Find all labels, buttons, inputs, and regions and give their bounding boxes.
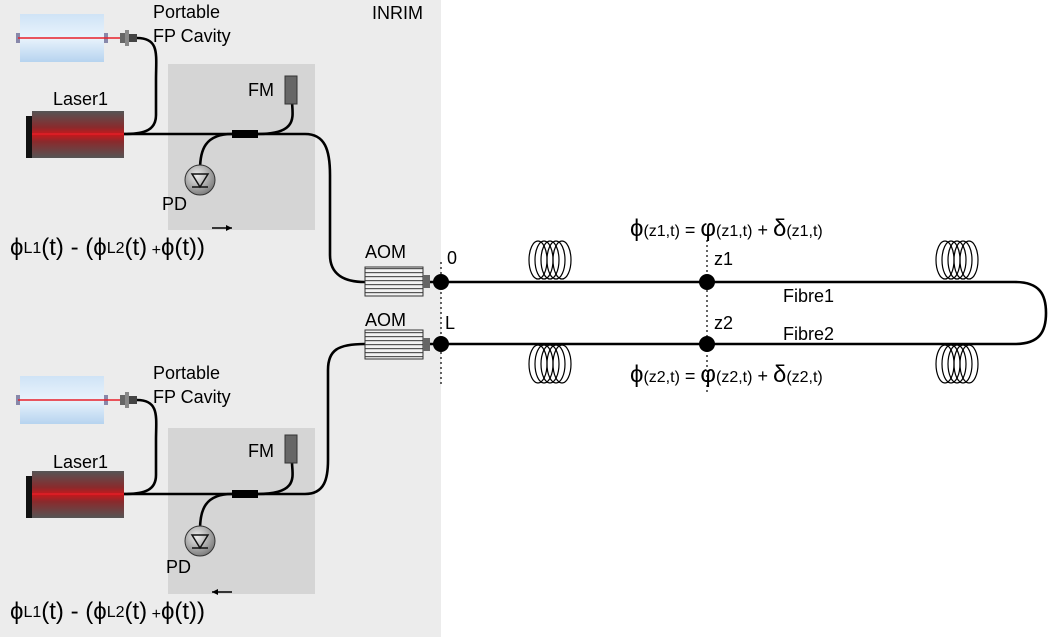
- lower-fm-label: FM: [248, 441, 274, 461]
- upper-fm-label: FM: [248, 80, 274, 100]
- upper-fp-cavity: [16, 14, 137, 62]
- lower-fiber-coupler-icon: [120, 392, 137, 408]
- fibre-link: 0 L z1 z2 Fibre1 Fibre2 ϕ(z1,t) = φ(z1,t…: [430, 215, 1048, 392]
- lower-aom-icon: [364, 329, 430, 360]
- lower-fp-cavity: [16, 376, 137, 424]
- lower-faraday-mirror-icon: [284, 434, 298, 464]
- upper-cavity-label-2: FP Cavity: [153, 26, 231, 46]
- upper-photodiode-icon: [184, 164, 216, 196]
- upper-setup: Portable FP Cavity Laser1 FM PD: [10, 2, 430, 297]
- upper-pd-label: PD: [162, 194, 187, 214]
- fibre2-label: Fibre2: [783, 324, 834, 344]
- upper-aom-icon: [364, 266, 430, 297]
- lower-laser-label: Laser1: [53, 452, 108, 472]
- lower-laser-icon: [26, 471, 124, 518]
- lower-equation: ϕL1(t) - (ϕL2(t) +ϕ(t)): [10, 598, 205, 625]
- node-0-label: 0: [447, 248, 457, 268]
- node-z2: [699, 336, 715, 352]
- upper-arrow-right-icon: [212, 225, 232, 231]
- upper-fiber-coupler-icon: [120, 30, 137, 46]
- fibre-spool-icon: [935, 344, 979, 384]
- upper-aom-label: AOM: [365, 242, 406, 262]
- upper-equation: ϕL1(t) - (ϕL2(t) +ϕ(t)): [10, 234, 205, 261]
- node-l: [433, 336, 449, 352]
- lower-coupler-icon: [232, 490, 258, 498]
- equation-z2: ϕ(z2,t) = φ(z2,t) + δ(z2,t): [630, 361, 823, 388]
- lower-cavity-label-1: Portable: [153, 363, 220, 383]
- upper-faraday-mirror-icon: [284, 75, 298, 105]
- node-z1: [699, 274, 715, 290]
- lower-photodiode-icon: [184, 525, 216, 557]
- z1-label: z1: [714, 249, 733, 269]
- equation-z1: ϕ(z1,t) = φ(z1,t) + δ(z1,t): [630, 215, 823, 242]
- lower-aom-label: AOM: [365, 310, 406, 330]
- lower-setup: Portable FP Cavity Laser1 FM PD ϕL1(t) -: [10, 310, 430, 625]
- fibre1-label: Fibre1: [783, 286, 834, 306]
- lab-label: INRIM: [372, 3, 423, 23]
- lower-pd-label: PD: [166, 557, 191, 577]
- node-l-label: L: [445, 313, 455, 333]
- lower-cavity-label-2: FP Cavity: [153, 387, 231, 407]
- lower-fibers: [123, 342, 366, 531]
- z2-label: z2: [714, 313, 733, 333]
- fibre-loop: [430, 280, 1048, 346]
- upper-cavity-label-1: Portable: [153, 2, 220, 22]
- fibre-spool-icon: [935, 240, 979, 280]
- upper-coupler-icon: [232, 130, 258, 138]
- upper-laser-label: Laser1: [53, 89, 108, 109]
- lower-arrow-left-icon: [212, 589, 232, 595]
- upper-laser-icon: [26, 111, 124, 158]
- fibre-spool-icon: [528, 240, 572, 280]
- node-0: [433, 274, 449, 290]
- fibre-spool-icon: [528, 344, 572, 384]
